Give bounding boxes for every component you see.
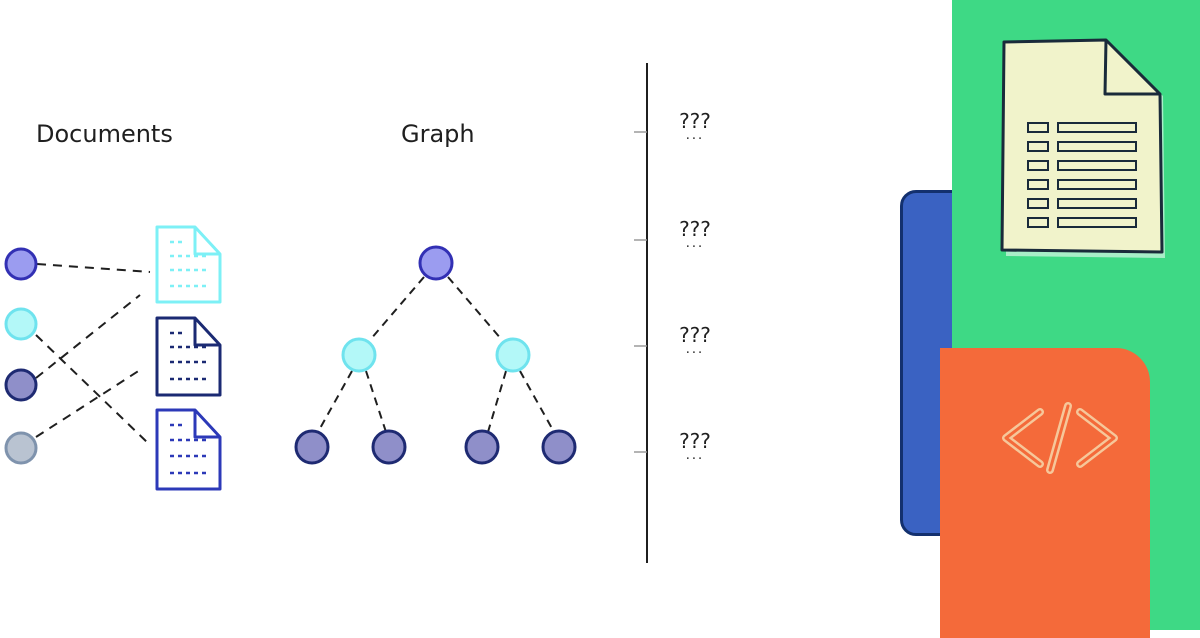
document-icon [155, 316, 222, 397]
timeline-axis [634, 63, 648, 563]
orange-code-card [940, 348, 1150, 638]
timeline-label: ??? [679, 429, 711, 453]
timeline-label: ??? [679, 323, 711, 347]
timeline-sublabel: ... [685, 128, 705, 143]
code-brackets-icon-inner [1004, 404, 1116, 472]
node-purple [4, 247, 38, 281]
graph-node-leaf [541, 429, 577, 465]
graph-edges [317, 276, 555, 433]
graph-node-leaf [294, 429, 330, 465]
graph-node-right [495, 337, 531, 373]
graph-heading: Graph [401, 120, 475, 148]
edge-right-leaf3 [487, 370, 507, 433]
document-icon [1000, 38, 1165, 258]
timeline-sublabel: ... [685, 236, 705, 251]
link-node3-doc1 [35, 294, 141, 379]
document-nodes [4, 247, 38, 465]
node-navy [4, 368, 38, 402]
link-node1-doc1 [36, 263, 151, 273]
documents-heading: Documents [36, 120, 173, 148]
link-node2-doc3 [35, 334, 151, 446]
timeline-sublabel: ... [685, 342, 705, 357]
graph-node-root [418, 245, 454, 281]
document-links [35, 263, 151, 446]
document-icon [155, 225, 222, 304]
graph-node-leaf [371, 429, 407, 465]
edge-left-leaf1 [317, 370, 353, 433]
link-node4-doc2 [35, 369, 141, 438]
document-icon [155, 408, 222, 491]
timeline-label: ??? [679, 217, 711, 241]
graph-nodes [294, 245, 577, 465]
timeline-label: ??? [679, 109, 711, 133]
timeline-sublabel: ... [685, 448, 705, 463]
node-cyan [4, 307, 38, 341]
graph-node-leaf [464, 429, 500, 465]
document-icons [155, 225, 222, 491]
node-gray [4, 431, 38, 465]
edge-left-leaf2 [365, 370, 387, 433]
edge-right-leaf4 [519, 370, 555, 433]
graph-node-left [341, 337, 377, 373]
